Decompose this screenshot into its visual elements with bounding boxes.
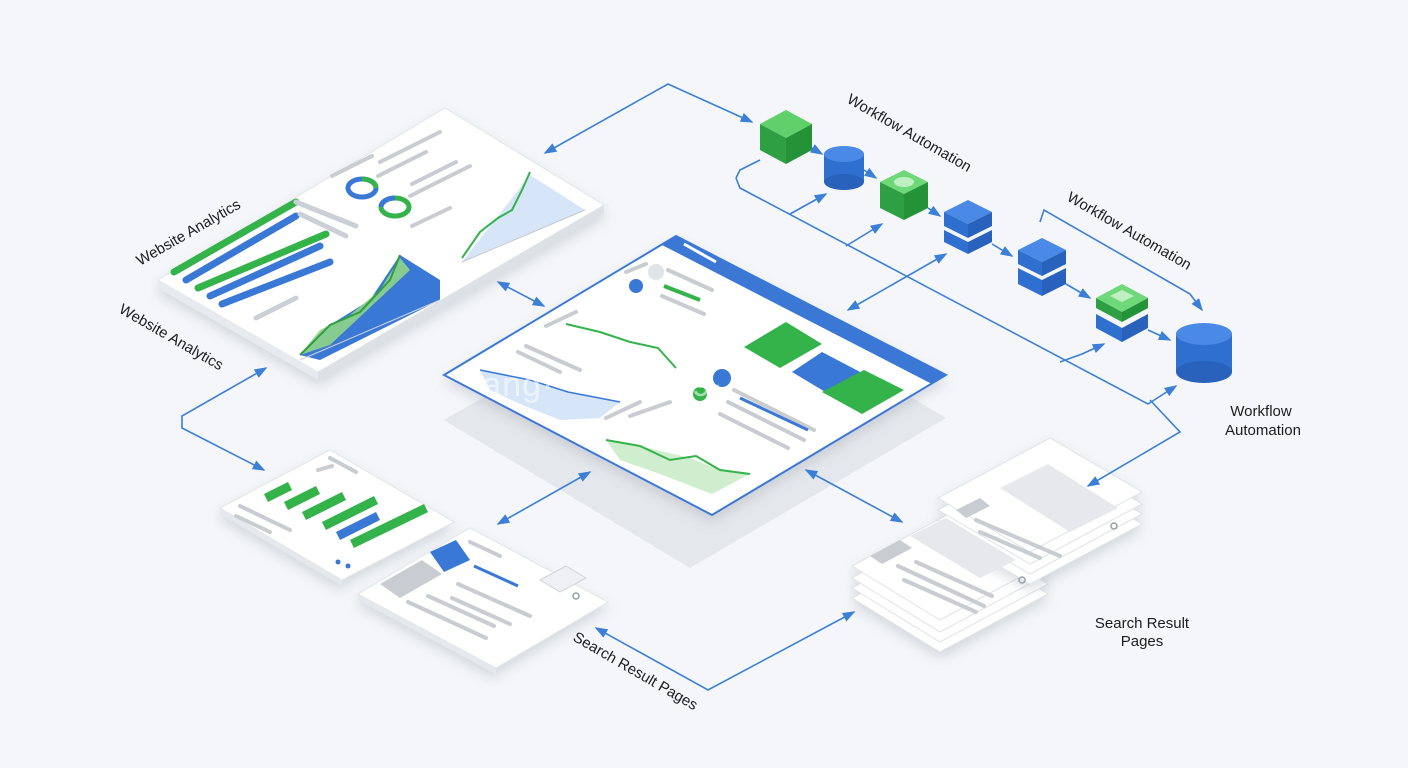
- connectors: [181, 83, 1203, 691]
- label-search-result-pages-right-line2: Pages: [1121, 633, 1164, 650]
- search-card-bottom-content: [380, 540, 588, 640]
- analytics-bars: [170, 198, 359, 321]
- analytics-line-chart-right: [461, 171, 586, 263]
- workflow-node-green-cube-2: [880, 170, 928, 220]
- label-search-result-pages-bottom: Search Result Pages: [570, 629, 701, 714]
- label-workflow-automation-right-line1: Workflow: [1230, 403, 1292, 420]
- watermark-text: ·ang·· ·1·27.69·: [470, 366, 724, 404]
- label-workflow-automation-mid: Workflow Automation: [1064, 189, 1194, 274]
- workflow-node-blue-cylinder-1: [824, 146, 864, 190]
- workflow-node-green-cube-1: [760, 110, 812, 164]
- search-icon: [1018, 576, 1026, 584]
- analytics-area-chart-green-blue: [299, 254, 441, 361]
- analytics-donut-icons: [345, 176, 412, 219]
- search-icon: [572, 592, 580, 600]
- label-workflow-automation-right-line2: Automation: [1225, 422, 1301, 439]
- analytics-panel-top-left: [157, 107, 605, 380]
- workflow-node-green-stack: [1096, 284, 1148, 342]
- central-dashboard: [441, 234, 949, 517]
- workflow-node-blue-cylinder-2: [1176, 323, 1232, 383]
- label-search-result-pages-right-line1: Search Result: [1095, 615, 1190, 632]
- dashboard-widgets: [479, 242, 904, 494]
- search-stack-right: [850, 437, 1144, 653]
- workflow-node-blue-stack-2: [1018, 238, 1066, 296]
- bar-chart-bars: [234, 456, 429, 569]
- analytics-text-placeholders: [330, 130, 472, 228]
- workflow-node-blue-stack-1: [944, 200, 992, 254]
- search-icon: [1110, 522, 1118, 530]
